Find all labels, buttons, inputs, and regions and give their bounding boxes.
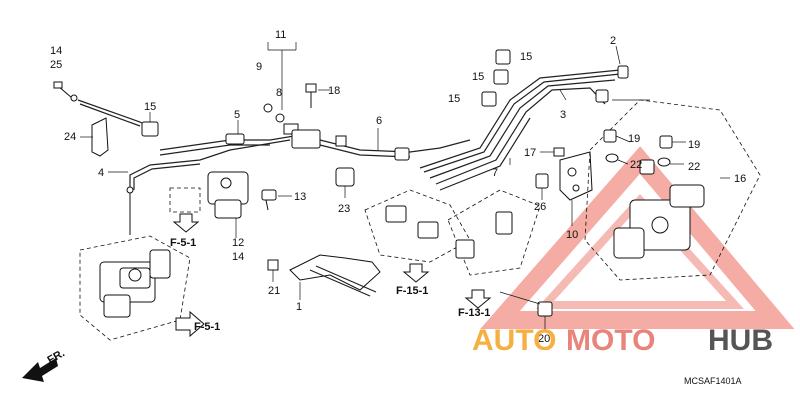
- callout-11: 11: [275, 29, 286, 41]
- callout-4: 4: [98, 167, 104, 179]
- callout-22-left: 22: [630, 159, 642, 171]
- callout-21: 21: [268, 285, 280, 297]
- callout-24: 24: [64, 131, 76, 143]
- watermark-text: AUTO MOTO HUB: [472, 324, 773, 357]
- callout-23: 23: [338, 203, 350, 215]
- watermark-logo: [480, 146, 795, 329]
- callout-6: 6: [376, 115, 382, 127]
- callout-2: 2: [610, 35, 616, 47]
- front-direction-label: FR.: [46, 347, 67, 366]
- callout-12: 12: [232, 237, 244, 249]
- watermark-moto: MOTO: [566, 324, 655, 357]
- clip-part-15-left: [141, 112, 159, 137]
- callout-18: 18: [328, 85, 340, 97]
- pipe-part-1: [289, 254, 381, 300]
- callout-16: 16: [734, 173, 746, 185]
- callout-7: 7: [492, 167, 498, 179]
- nut-part-20: [499, 291, 553, 332]
- nut-part-21: [267, 259, 279, 282]
- callout-8: 8: [276, 87, 282, 99]
- connector-part-13: [261, 189, 292, 211]
- clip-part-23: [335, 167, 355, 198]
- bolt-part-26: [535, 173, 549, 200]
- callout-14-bottom: 14: [232, 251, 244, 263]
- diagram-code: MCSAF1401A: [684, 376, 742, 386]
- bracket-part-10: [559, 151, 593, 226]
- reference-f-15-1: F-15-1: [396, 285, 428, 297]
- modulator-assembly-left: [79, 235, 191, 341]
- callout-15-b: 15: [472, 71, 484, 83]
- callout-9: 9: [256, 61, 262, 73]
- callout-19-right: 19: [688, 139, 700, 151]
- callout-1: 1: [296, 301, 302, 313]
- callout-13: 13: [294, 191, 306, 203]
- bolt-part-18: [305, 83, 330, 108]
- callout-5: 5: [234, 109, 240, 121]
- callout-15-left: 15: [144, 101, 156, 113]
- watermark-hub: HUB: [708, 324, 773, 357]
- valve-part-12: [207, 171, 249, 238]
- reference-f-13-1: F-13-1: [458, 307, 490, 319]
- callout-20: 20: [538, 333, 550, 345]
- modulator-assembly-16: [584, 99, 761, 281]
- callout-22-right: 22: [688, 161, 700, 173]
- callout-17: 17: [524, 147, 536, 159]
- callout-25: 25: [50, 59, 62, 71]
- callout-19-left: 19: [628, 133, 640, 145]
- callout-15-a: 15: [520, 51, 532, 63]
- reference-f-5-1-upper: F-5-1: [170, 237, 196, 249]
- callout-14-top: 14: [50, 45, 62, 57]
- bolt-part-14-25: [53, 81, 78, 102]
- bracket-part-24: [80, 117, 109, 157]
- joint-part-8-9: [263, 42, 299, 135]
- callout-3: 3: [560, 109, 566, 121]
- front-direction-arrow: [22, 358, 58, 382]
- callout-15-c: 15: [448, 93, 460, 105]
- callout-26: 26: [534, 201, 546, 213]
- callout-10: 10: [566, 229, 578, 241]
- reference-f-5-1-lower: F-5-1: [194, 321, 220, 333]
- watermark-auto: AUTO: [472, 324, 556, 357]
- bolt-part-17: [540, 147, 565, 157]
- clip-part-15-upper: [481, 49, 511, 107]
